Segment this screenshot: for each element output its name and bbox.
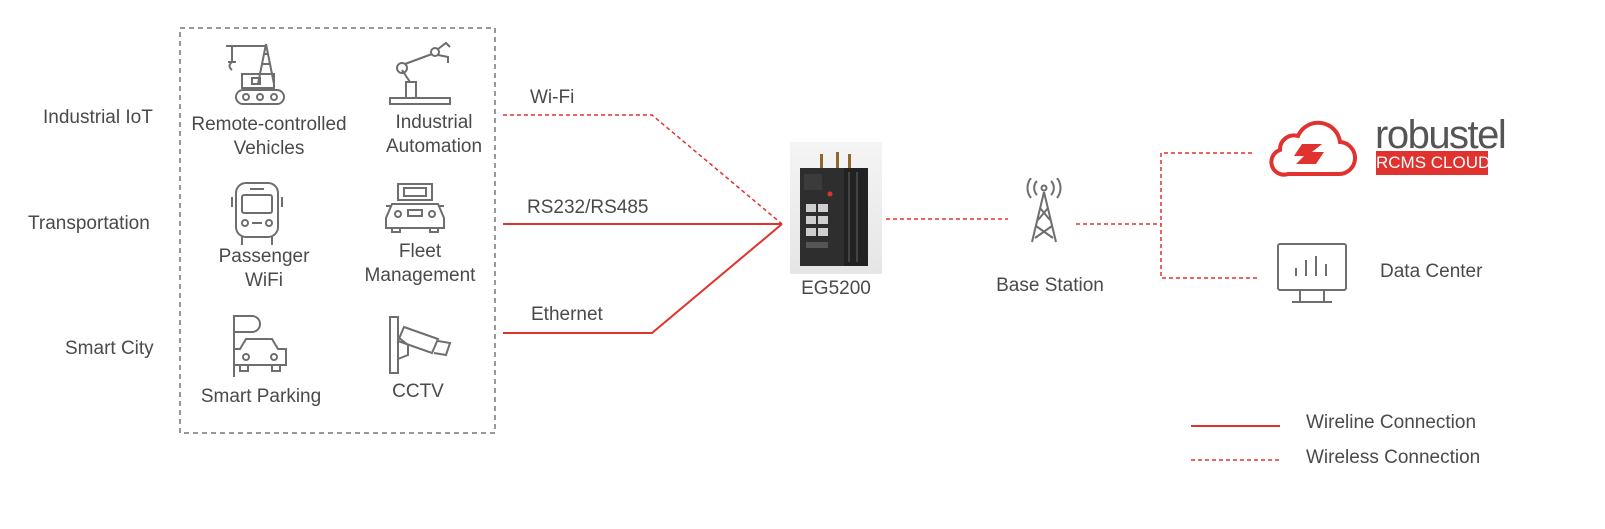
ethernet-link-line	[503, 223, 783, 334]
crane-vehicle-icon	[226, 43, 285, 105]
antenna-tower-icon	[1026, 178, 1062, 243]
category-smart-city: Smart City	[65, 338, 154, 359]
truck-icon	[385, 183, 445, 233]
app-remote-vehicles-label-2: Vehicles	[233, 138, 305, 159]
app-cctv-label: CCTV	[392, 381, 444, 402]
rcms-cloud-badge: RCMS CLOUD	[1376, 151, 1490, 175]
bus-icon	[231, 182, 283, 245]
app-industrial-automation-label-1: Industrial	[395, 112, 473, 133]
robustel-wordmark: robustel	[1375, 113, 1507, 157]
base-station-label: Base Station	[996, 275, 1104, 296]
link-serial-label: RS232/RS485	[527, 197, 649, 218]
link-wifi-label: Wi-Fi	[530, 87, 575, 108]
legend-wireline-label: Wireline Connection	[1306, 412, 1477, 433]
monitor-chart-icon	[1277, 243, 1347, 303]
app-fleet-management-label-1: Fleet	[398, 241, 442, 262]
robot-arm-icon	[389, 41, 451, 105]
application-group-box	[179, 27, 496, 434]
app-passenger-wifi-label-2: WiFi	[245, 270, 283, 291]
legend-wireless-label: Wireless Connection	[1306, 447, 1481, 468]
app-fleet-management-label-2: Management	[364, 265, 476, 286]
cctv-icon	[389, 316, 452, 374]
app-smart-parking-label: Smart Parking	[200, 386, 322, 407]
category-industrial-iot: Industrial IoT	[43, 107, 153, 128]
wifi-link-line	[503, 114, 783, 225]
app-passenger-wifi-label-1: Passenger	[218, 246, 310, 267]
eg5200-device-image	[790, 142, 882, 274]
bracket-line	[1160, 152, 1258, 279]
device-name-label: EG5200	[801, 278, 871, 299]
app-industrial-automation-label-2: Automation	[385, 136, 483, 157]
data-center-label: Data Center	[1380, 261, 1483, 282]
router-icon	[800, 152, 868, 266]
app-remote-vehicles-label-1: Remote-controlled	[191, 114, 347, 135]
cloud-icon	[1269, 120, 1357, 177]
link-ethernet-label: Ethernet	[531, 304, 603, 325]
parking-icon	[233, 315, 287, 377]
category-transportation: Transportation	[28, 213, 150, 234]
